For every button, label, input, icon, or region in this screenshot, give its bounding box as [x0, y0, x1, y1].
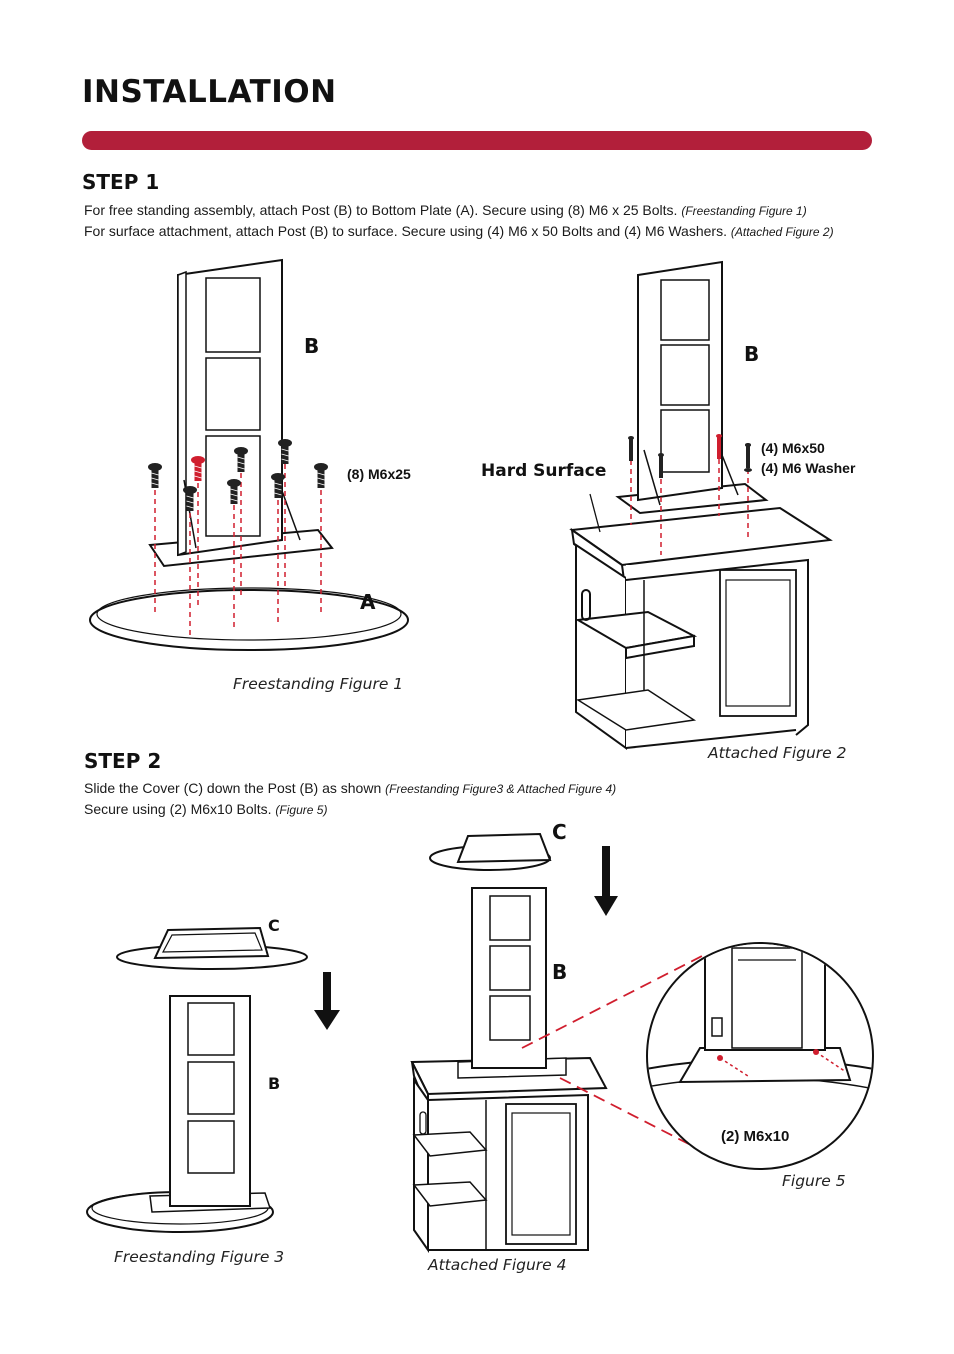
zoom-callout-lines: [521, 955, 721, 1161]
figure3-arrow-icon: [314, 972, 340, 1030]
step1-line1-text: For free standing assembly, attach Post …: [84, 202, 678, 218]
figure2-caption: Attached Figure 2: [708, 744, 847, 762]
figure2-hardware-washers: (4) M6 Washer: [761, 460, 856, 476]
step2-line2-text: Secure using (2) M6x10 Bolts.: [84, 801, 272, 817]
step2-line1-text: Slide the Cover (C) down the Post (B) as…: [84, 780, 382, 796]
figure1-caption: Freestanding Figure 1: [233, 675, 404, 693]
figure2-drawing: [569, 260, 833, 750]
figure1-hardware-label: (8) M6x25: [347, 466, 411, 482]
step2-line2-ref: (Figure 5): [275, 803, 328, 817]
figure4-label-post-b: B: [552, 960, 568, 984]
step1-line2: For surface attachment, attach Post (B) …: [84, 223, 834, 239]
step2-heading: STEP 2: [84, 749, 162, 773]
step1-line1: For free standing assembly, attach Post …: [84, 202, 807, 218]
page-title: INSTALLATION: [82, 74, 337, 110]
figure1-drawing: [89, 258, 409, 651]
step1-line2-text: For surface attachment, attach Post (B) …: [84, 223, 727, 239]
figure4-drawing: [410, 832, 608, 1254]
step2-line1-ref: (Freestanding Figure3 & Attached Figure …: [385, 782, 617, 796]
figure4-label-cover-c: C: [552, 820, 567, 844]
figure3-drawing: [86, 926, 308, 1233]
figure5-hardware-label: (2) M6x10: [721, 1128, 790, 1145]
step2-line1: Slide the Cover (C) down the Post (B) as…: [84, 780, 616, 796]
figure4-arrow-icon: [594, 846, 618, 916]
step1-heading: STEP 1: [82, 170, 160, 194]
step1-line2-ref: (Attached Figure 2): [730, 225, 834, 239]
title-rule: [82, 131, 872, 150]
figure5-drawing: [646, 942, 874, 1170]
figure3-caption: Freestanding Figure 3: [114, 1248, 285, 1266]
figure4-caption: Attached Figure 4: [428, 1256, 567, 1274]
figure3-label-cover-c: C: [268, 916, 280, 935]
step2-line2: Secure using (2) M6x10 Bolts. (Figure 5): [84, 801, 327, 817]
figure3-label-post-b: B: [268, 1074, 281, 1093]
figure2-hard-surface-label: Hard Surface: [481, 461, 607, 481]
step1-line1-ref: (Freestanding Figure 1): [681, 204, 807, 218]
figure1-label-plate-a: A: [360, 590, 376, 614]
figure2-hardware-bolts: (4) M6x50: [761, 440, 825, 456]
figure2-label-post-b: B: [744, 342, 760, 366]
figure1-label-post-b: B: [304, 334, 320, 358]
figure2-bolts: [628, 434, 752, 478]
figure5-caption: Figure 5: [782, 1172, 846, 1190]
